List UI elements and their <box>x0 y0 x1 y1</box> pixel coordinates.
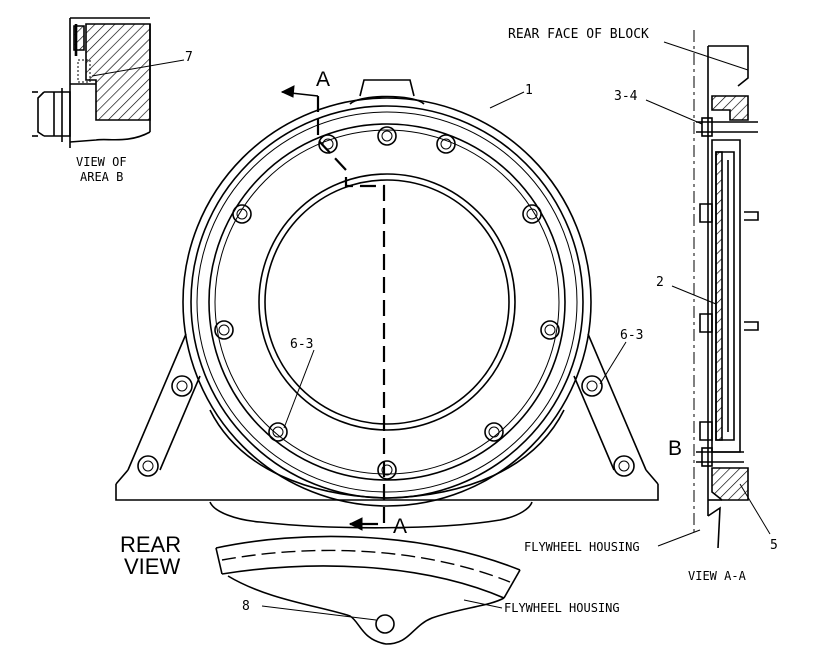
leader-flywheel-right <box>657 529 701 547</box>
leader-8 <box>261 605 377 621</box>
bolt-gusset-left-upper <box>171 375 193 397</box>
callout-6-3-left: 6-3 <box>290 337 313 352</box>
view-of-area-b-line1: VIEW OF <box>76 155 127 169</box>
callout-5: 5 <box>770 538 778 553</box>
rear-view-line1: REAR <box>120 532 181 557</box>
bolt-10 <box>377 460 397 480</box>
leader-3-4 <box>645 99 703 125</box>
callout-7: 7 <box>185 50 193 65</box>
bolt-gusset-right-upper <box>581 375 603 397</box>
section-a-bottom: A <box>393 515 407 538</box>
rear-view-line2: VIEW <box>124 554 180 579</box>
section-view-a-a <box>693 30 759 549</box>
bolt-5 <box>232 204 252 224</box>
leader-6-3-right <box>599 341 627 385</box>
bolt-7 <box>214 320 234 340</box>
leader-rear-face <box>663 41 749 71</box>
bolt-2 <box>436 134 456 154</box>
callout-2: 2 <box>656 275 664 290</box>
bolt-circle <box>137 126 635 480</box>
callout-3-4: 3-4 <box>614 89 638 104</box>
callout-8: 8 <box>242 599 250 614</box>
leader-2 <box>671 285 717 305</box>
callout-1: 1 <box>525 83 533 98</box>
rear-face-of-block: REAR FACE OF BLOCK <box>508 27 649 42</box>
section-line-a-a <box>280 85 386 531</box>
view-a-a-label: VIEW A-A <box>688 569 747 583</box>
flywheel-housing-segment <box>209 501 533 645</box>
leader-6-3-left <box>283 349 315 429</box>
bolt-4 <box>522 204 542 224</box>
bolt-8 <box>484 422 504 442</box>
view-of-area-b-line2: AREA B <box>80 170 123 184</box>
bolt-gusset-left-lower <box>137 455 159 477</box>
flywheel-housing-bottom: FLYWHEEL HOUSING <box>504 601 620 615</box>
rear-view-assembly <box>115 79 659 507</box>
callout-6-3-right: 6-3 <box>620 328 643 343</box>
leader-1 <box>489 91 525 109</box>
bolt-9 <box>268 422 288 442</box>
bolt-1 <box>377 126 397 146</box>
leader-5 <box>739 483 771 535</box>
area-b-detail <box>32 17 185 148</box>
area-b-label: B <box>668 437 682 460</box>
flywheel-housing-right: FLYWHEEL HOUSING <box>524 540 640 554</box>
bolt-gusset-right-lower <box>613 455 635 477</box>
bolt-6 <box>540 320 560 340</box>
leader-flywheel-bottom <box>463 599 503 609</box>
section-a-top: A <box>316 68 330 91</box>
